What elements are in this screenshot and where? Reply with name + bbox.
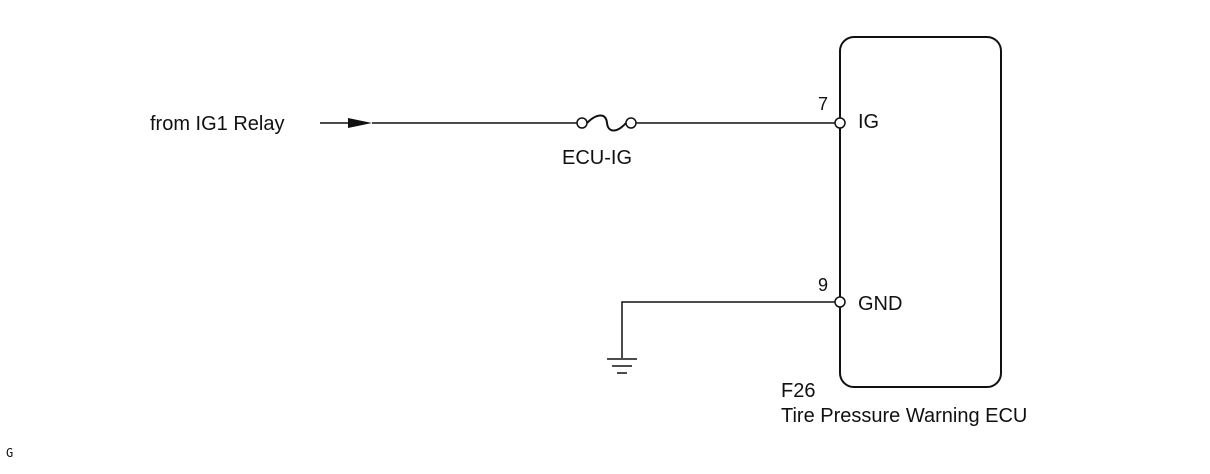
arrow-head-icon bbox=[348, 118, 372, 128]
pin-name-gnd: GND bbox=[858, 293, 903, 315]
ecu-body bbox=[839, 36, 1002, 388]
pin-terminal-9 bbox=[834, 296, 846, 308]
fuse-terminal-right bbox=[625, 117, 637, 129]
pin-name-ig: IG bbox=[858, 111, 880, 133]
fuse-symbol-icon bbox=[586, 114, 627, 132]
connector-code: F26 bbox=[781, 380, 816, 402]
fuse-terminal-left bbox=[576, 117, 588, 129]
wire-gnd bbox=[621, 301, 835, 358]
ground-icon bbox=[607, 358, 637, 374]
source-label: from IG1 Relay bbox=[150, 113, 285, 135]
fuse-label: ECU-IG bbox=[562, 147, 632, 169]
component-name: Tire Pressure Warning ECU bbox=[781, 405, 1028, 427]
figure-code: G bbox=[6, 446, 14, 460]
pin-terminal-7 bbox=[834, 117, 846, 129]
pin-number-7: 7 bbox=[818, 94, 829, 114]
pin-number-9: 9 bbox=[818, 275, 829, 295]
